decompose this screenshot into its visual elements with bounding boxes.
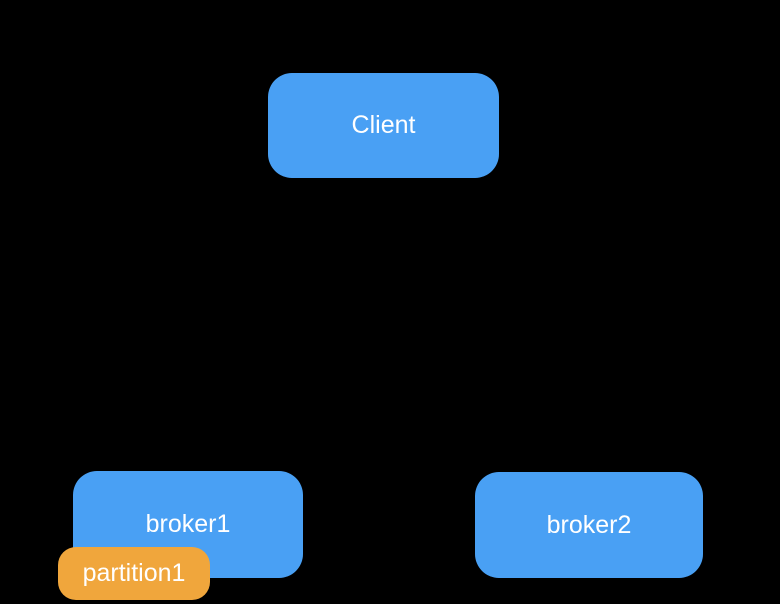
node-client: Client <box>268 73 499 178</box>
node-broker2-label: broker2 <box>546 510 632 539</box>
node-partition1-label: partition1 <box>82 559 186 587</box>
node-broker1-label: broker1 <box>145 510 231 538</box>
node-client-label: Client <box>351 111 416 139</box>
node-broker2: broker2 <box>475 472 703 578</box>
node-partition1: partition1 <box>58 547 210 600</box>
